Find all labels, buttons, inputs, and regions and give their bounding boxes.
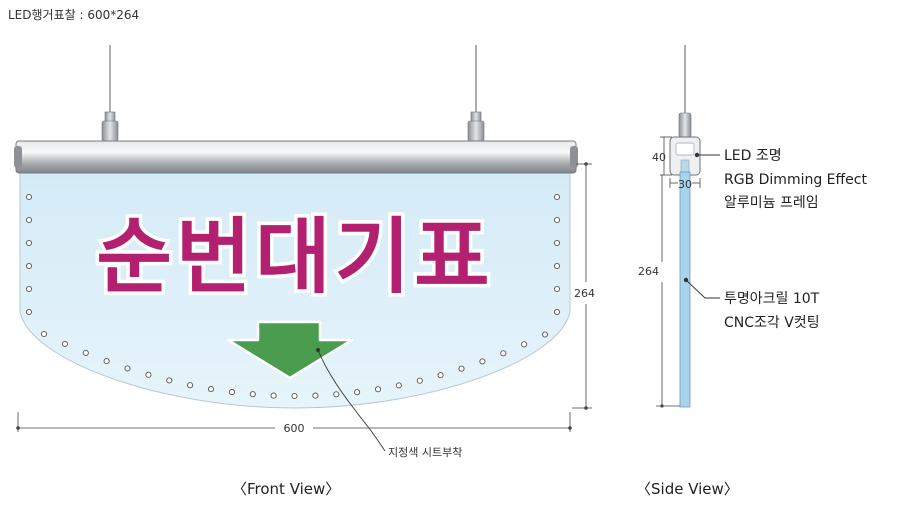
led-dot [25,308,33,316]
side-view: 40 30 264 LED 조명 RGB Dimming Effect 알루미늄… [638,45,867,408]
side-dimension-30-label: 30 [678,178,692,191]
led-dot [541,331,549,338]
callout-leader [317,349,386,452]
led-dot [479,358,486,365]
led-dot [25,193,33,201]
led-dot [82,349,89,356]
led-dot [553,285,561,293]
led-dot [521,341,528,348]
side-dimension-30 [669,178,701,188]
side-dimension-40-label: 40 [652,151,666,164]
acrylic-label-leader [683,277,720,299]
led-label-line2: RGB Dimming Effect [724,172,867,188]
led-dot [416,377,423,384]
led-label-leader [694,152,720,158]
front-view-caption: 〈Front View〉 [232,480,341,498]
led-dot [25,216,33,224]
led-dot [553,262,561,270]
led-dot [270,392,277,399]
wire-clamp-left [101,111,119,142]
led-dot [228,389,235,396]
front-view: 순번대기표 지정색 시트부착 600 264 [14,45,595,459]
side-aluminum-profile [669,136,701,176]
led-label-line1: LED 조명 [724,148,782,164]
aluminum-top-bar [14,140,578,174]
acrylic-label-line1: 투명아크릴 10T [724,291,820,307]
led-dot [124,365,131,372]
led-dot [312,392,319,399]
wire-clamp-right [467,111,485,142]
callout-label: 지정색 시트부착 [388,446,462,459]
led-dot [25,239,33,247]
led-dot [553,308,561,316]
led-dot [553,239,561,247]
side-clamp [678,112,692,138]
led-dot [291,392,298,400]
acrylic-panel [19,171,571,409]
led-dot [187,382,194,389]
width-dimension-label: 600 [284,422,305,435]
led-dot [553,193,561,201]
led-dot [25,285,33,293]
side-dimension-264-label: 264 [638,265,659,278]
led-dot-group [25,193,561,400]
led-dot [40,330,48,338]
led-dot [374,386,382,393]
led-dot [145,371,152,378]
green-down-arrow [226,320,354,380]
led-dot [166,377,173,384]
led-dot [395,382,402,389]
led-dot [553,216,561,224]
led-dot [354,389,361,396]
side-acrylic-plate [679,171,691,408]
led-dot [61,340,68,347]
side-view-caption: 〈Side View〉 [636,480,739,498]
led-dot [25,262,33,270]
acrylic-label-line2: CNC조각 V컷팅 [724,315,820,331]
led-dot [458,365,465,372]
led-dot [333,391,340,398]
sign-text: 순번대기표 [96,210,493,305]
height-dimension-label: 264 [574,287,595,300]
diagram-title: LED행거표찰 : 600*264 [8,8,140,22]
led-dot [500,350,507,357]
led-dot [437,372,444,379]
led-dot [103,358,110,365]
led-dot [249,391,256,398]
side-dimension-264 [656,175,680,408]
width-dimension [16,412,572,432]
led-dot [207,386,215,393]
height-dimension [572,162,592,410]
led-label-line3: 알루미늄 프레임 [724,195,819,211]
